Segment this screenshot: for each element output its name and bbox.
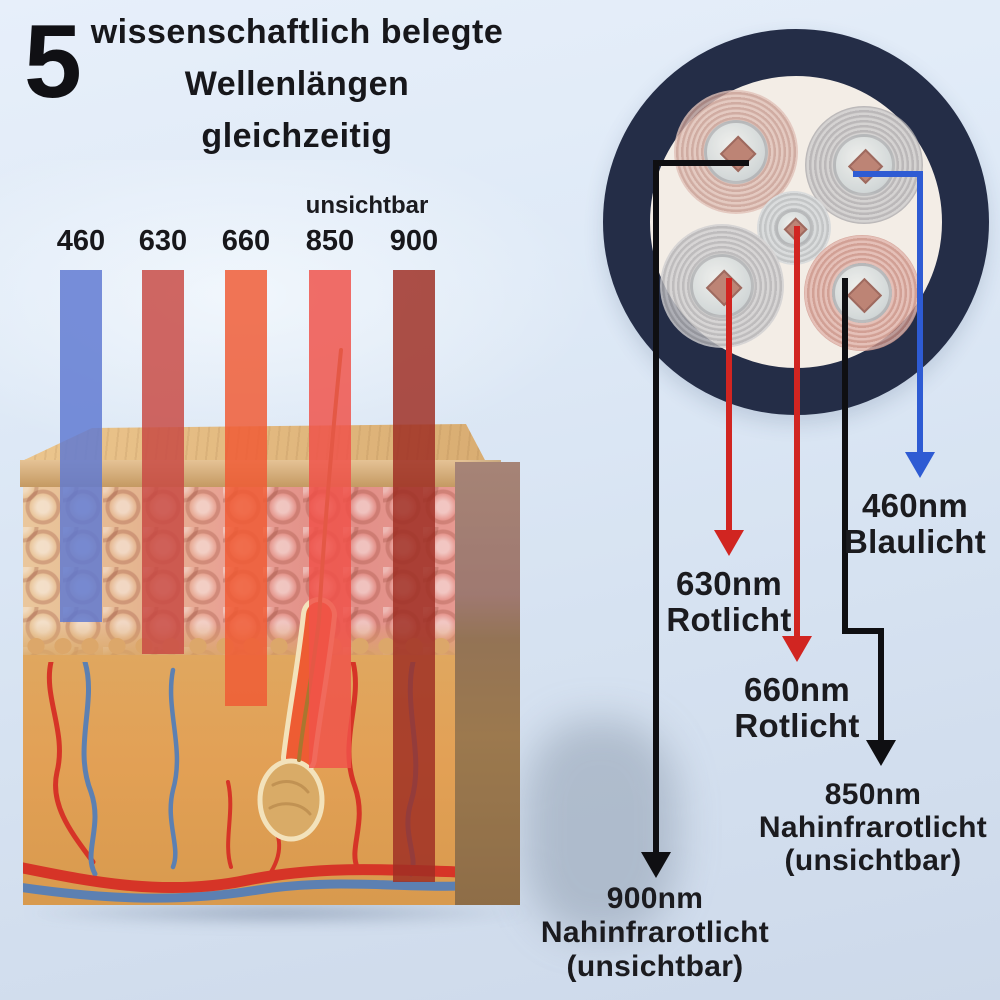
skin-side-face bbox=[455, 462, 520, 905]
title-line-2: Wellenlängen bbox=[184, 65, 410, 103]
led-900nm bbox=[674, 90, 798, 214]
callout-900-line-horizontal bbox=[653, 160, 749, 166]
page-title: wissenschaftlich belegte Wellenlängen gl… bbox=[77, 6, 517, 162]
callout-460-line-horizontal bbox=[853, 171, 923, 177]
callout-850-line-vertical-2 bbox=[878, 628, 884, 742]
title-line-1: wissenschaftlich belegte bbox=[90, 13, 504, 51]
callout-900-line-vertical bbox=[653, 160, 659, 852]
led-630nm bbox=[660, 224, 784, 348]
callout-660-arrowhead bbox=[782, 636, 812, 662]
led-device-photo bbox=[603, 29, 989, 415]
penetration-bar-850 bbox=[309, 270, 351, 768]
callout-460-arrowhead bbox=[905, 452, 935, 478]
invisible-label: unsichtbar bbox=[305, 192, 429, 219]
penetration-bar-660 bbox=[225, 270, 267, 706]
callout-label-850: 850nm Nahinfrarotlicht (unsichtbar) bbox=[758, 778, 988, 877]
title-line-3: gleichzeitig bbox=[201, 117, 393, 155]
penetration-bar-630 bbox=[142, 270, 184, 654]
led-850nm bbox=[804, 235, 920, 351]
callout-label-900: 900nm Nahinfrarotlicht (unsichtbar) bbox=[540, 882, 770, 983]
penetration-bar-900 bbox=[393, 270, 435, 882]
callout-630-line-vertical bbox=[726, 278, 732, 532]
penetration-bar-460 bbox=[60, 270, 102, 622]
wavelength-number-850: 850 bbox=[305, 225, 355, 257]
skin-cross-section bbox=[18, 348, 678, 940]
callout-label-630: 630nm Rotlicht bbox=[666, 565, 792, 638]
wavelength-number-460: 460 bbox=[56, 225, 106, 257]
wavelength-number-630: 630 bbox=[138, 225, 188, 257]
skin-cast-shadow bbox=[523, 720, 678, 935]
callout-630-arrowhead bbox=[714, 530, 744, 556]
callout-850-line-vertical-1 bbox=[842, 278, 848, 634]
led-460nm bbox=[805, 106, 923, 224]
wavelength-number-900: 900 bbox=[389, 225, 439, 257]
wavelength-number-660: 660 bbox=[221, 225, 271, 257]
count-badge: 5 bbox=[24, 4, 82, 120]
callout-460-line-vertical bbox=[917, 171, 923, 454]
callout-850-arrowhead bbox=[866, 740, 896, 766]
callout-660-line-vertical bbox=[794, 226, 800, 638]
callout-label-660: 660nm Rotlicht bbox=[734, 671, 860, 744]
callout-label-460: 460nm Blaulicht bbox=[843, 487, 987, 560]
callout-850-line-horizontal bbox=[842, 628, 884, 634]
callout-900-arrowhead bbox=[641, 852, 671, 878]
